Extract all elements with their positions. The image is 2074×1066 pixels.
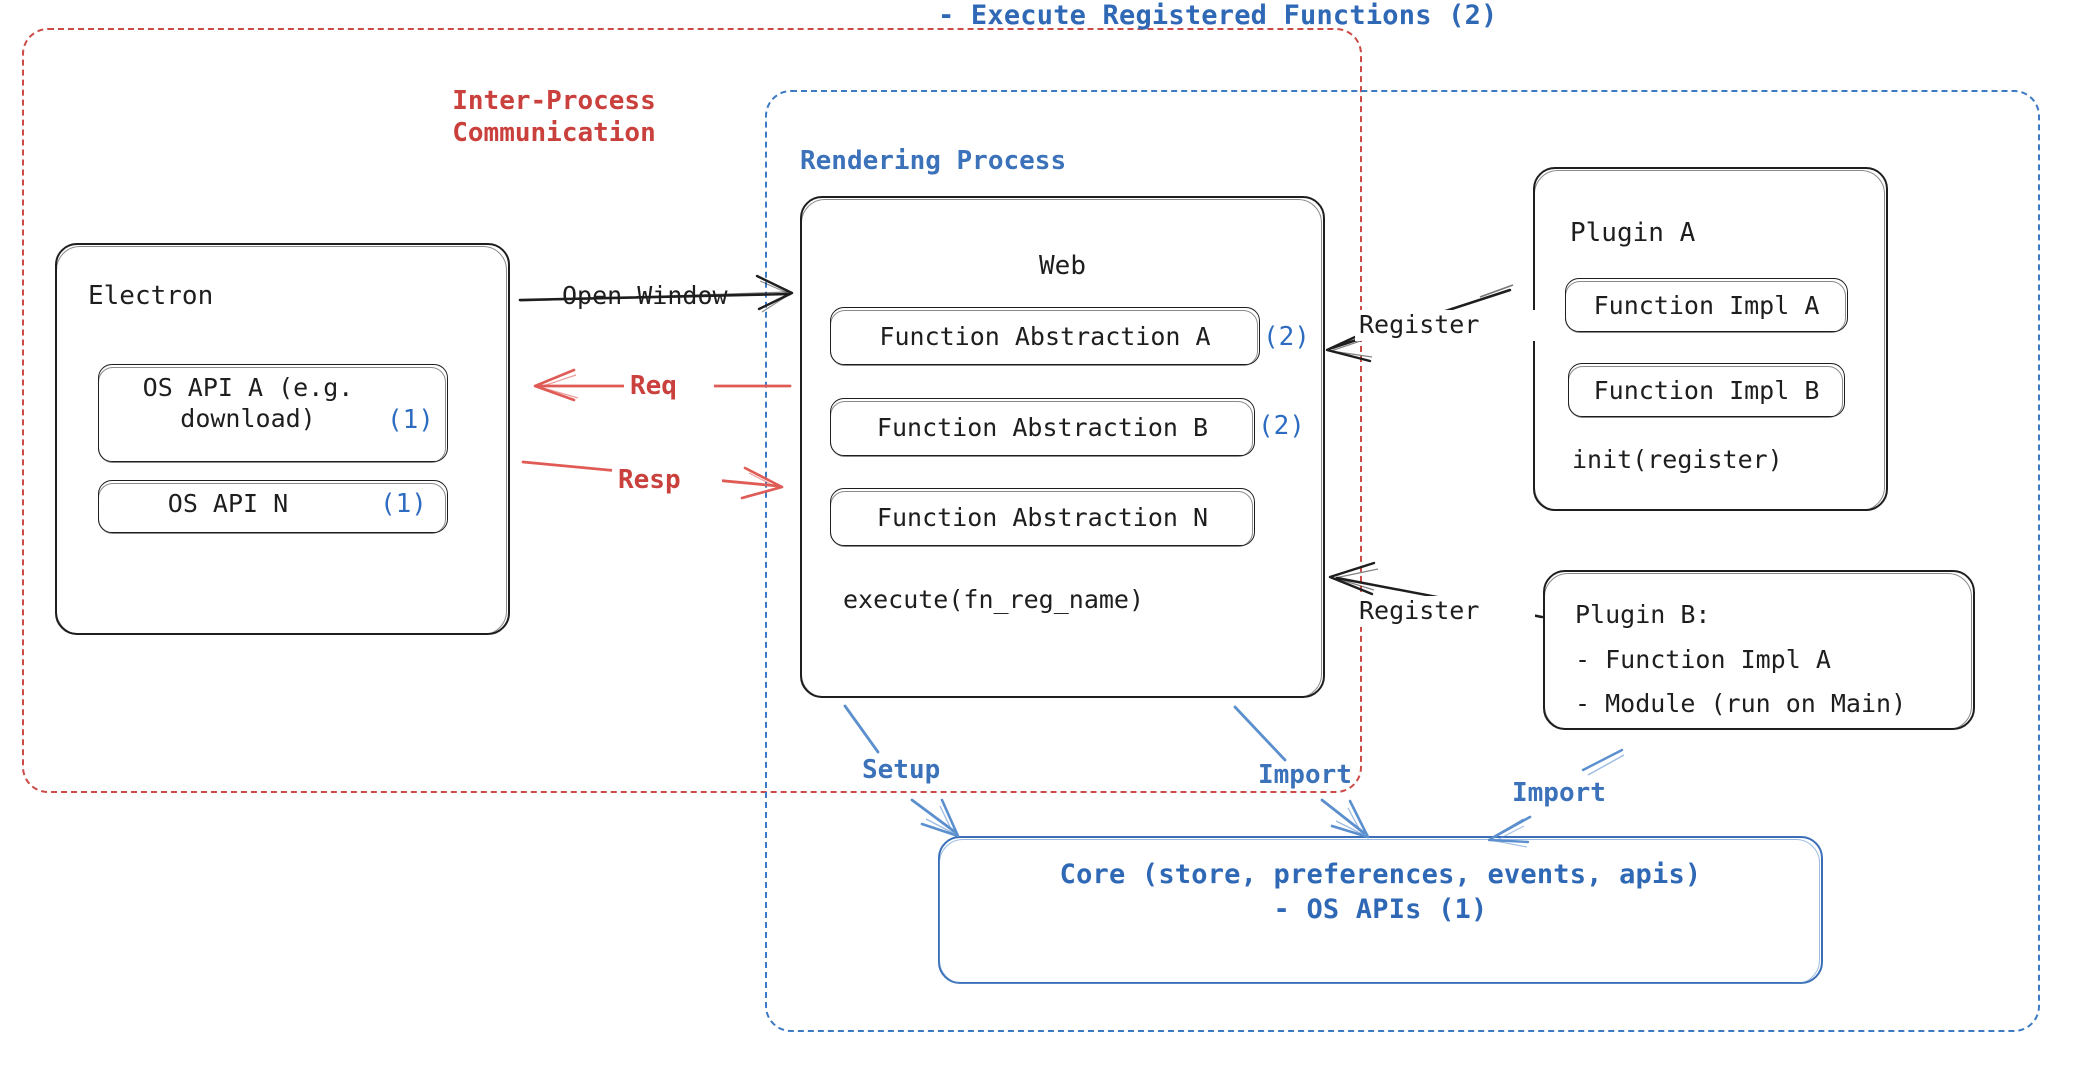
group-label-rendering-process: Rendering Process xyxy=(800,146,1067,176)
web-box[interactable] xyxy=(800,196,1325,698)
core-line-3: - Execute Registered Functions (2) xyxy=(938,0,1498,31)
edge-label-req: Req xyxy=(624,371,714,403)
edge-label-open-window: Open Window xyxy=(562,281,728,310)
edge-label-register-plugin-a: Register xyxy=(1355,310,1535,341)
function-abstraction-b-marker: (2) xyxy=(1258,411,1305,441)
plugin-a-init-label: init(register) xyxy=(1572,445,1783,474)
group-frame-rendering-process xyxy=(765,90,2040,1032)
web-execute-label: execute(fn_reg_name) xyxy=(843,585,1145,614)
os-api-n-label: OS API N xyxy=(167,489,289,518)
edge-label-import-web: Import xyxy=(1258,760,1352,790)
edge-label-import-plugin-b: Import xyxy=(1512,778,1606,808)
plugin-b-line-1: - Function Impl A xyxy=(1575,645,1831,674)
plugin-b-line-2: - Module (run on Main) xyxy=(1575,689,1907,718)
group-frame-ipc xyxy=(22,28,1362,793)
plugin-b-title: Plugin B: xyxy=(1575,600,1711,629)
edge-label-setup: Setup xyxy=(862,755,941,785)
electron-box[interactable] xyxy=(55,243,510,635)
os-api-a-marker: (1) xyxy=(387,405,434,435)
function-abstraction-a-marker: (2) xyxy=(1263,322,1310,352)
function-impl-a-label: Function Impl A xyxy=(1593,291,1820,320)
os-api-a-label: OS API A (e.g. download) xyxy=(142,373,354,433)
edge-label-resp: Resp xyxy=(612,465,722,497)
plugin-b-box[interactable] xyxy=(1543,570,1975,730)
os-api-n-marker: (1) xyxy=(380,489,427,519)
web-title: Web xyxy=(1039,251,1086,281)
core-line-2: - OS APIs (1) xyxy=(1273,894,1488,925)
function-abstraction-b-label: Function Abstraction B xyxy=(876,413,1209,442)
function-abstraction-a-label: Function Abstraction A xyxy=(879,322,1211,351)
electron-title: Electron xyxy=(88,281,214,311)
core-box[interactable] xyxy=(938,836,1823,984)
function-impl-b-label: Function Impl B xyxy=(1593,376,1820,405)
plugin-a-title: Plugin A xyxy=(1570,218,1696,248)
core-line-1: Core (store, preferences, events, apis) xyxy=(1059,859,1702,890)
group-label-ipc: Inter-Process Communication xyxy=(452,86,656,148)
function-abstraction-n-label: Function Abstraction N xyxy=(876,503,1209,532)
edge-label-register-plugin-b: Register xyxy=(1355,596,1535,627)
